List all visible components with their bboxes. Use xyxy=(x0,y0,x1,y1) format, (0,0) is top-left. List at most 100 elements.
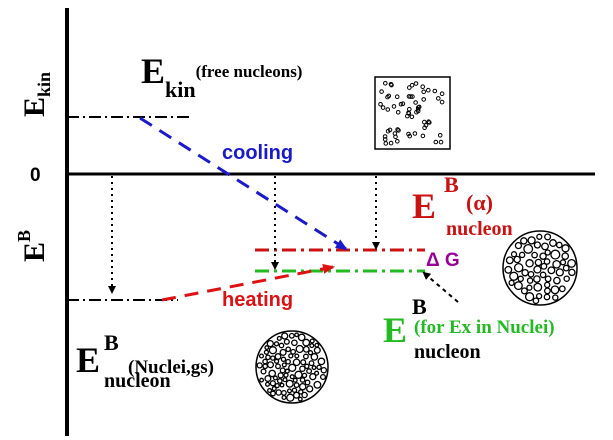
alpha-cluster-particle xyxy=(534,258,543,267)
gs-nucleon-particle xyxy=(299,377,306,383)
alpha-cluster-particle xyxy=(531,251,538,259)
alpha-cluster-particle xyxy=(544,249,551,256)
gas-particle xyxy=(391,104,397,109)
cooling-arrow xyxy=(139,116,348,251)
gs-nucleon-particle xyxy=(285,358,291,365)
gas-particle xyxy=(407,133,413,139)
gs-nucleon-particle xyxy=(264,345,270,351)
alpha-label-paren: (α) xyxy=(466,190,493,215)
svg-text:EB: EB xyxy=(14,230,51,262)
gs-nucleon-particle xyxy=(311,365,317,371)
gs-nucleon-particle xyxy=(309,373,317,381)
gs-nucleon-particle xyxy=(300,359,307,366)
gs-nucleon-particle xyxy=(274,382,280,389)
alpha-cluster-particle xyxy=(563,275,570,282)
delta-g-label: Δ G xyxy=(426,250,460,271)
gs-nucleon-particle xyxy=(279,382,285,388)
ekin-free-main: E xyxy=(141,51,165,91)
alpha-cluster-particle xyxy=(547,266,556,275)
gas-particle xyxy=(413,100,418,105)
gas-particle xyxy=(395,110,401,115)
gs-nucleon-particle xyxy=(309,338,315,344)
gas-particle xyxy=(407,106,412,112)
alpha-cluster-particle xyxy=(514,241,523,250)
heating-arrow xyxy=(161,263,335,302)
gs-nucleon-particle xyxy=(294,353,300,359)
alpha-cluster-particle xyxy=(520,237,528,245)
gs-nucleon-particle xyxy=(283,338,290,345)
gs-nucleon-particle xyxy=(266,339,274,348)
gs-nucleon-particle xyxy=(269,380,277,387)
gs-nucleon-particle xyxy=(297,396,303,402)
gas-particle xyxy=(386,93,392,99)
alpha-cluster-particle xyxy=(521,268,529,277)
ex-label-main: E xyxy=(383,310,407,350)
gs-nucleon-particle xyxy=(278,342,285,349)
gs-nucleon-particle xyxy=(292,358,301,367)
gs-label-sub: nucleon xyxy=(104,370,171,392)
gs-nucleon-particle xyxy=(292,391,301,399)
ex-pointer-arrow xyxy=(422,271,459,303)
gs-nucleon-particle xyxy=(299,365,306,372)
gs-nucleon-particle xyxy=(258,353,265,359)
gs-nucleon-particle xyxy=(259,377,265,383)
gs-label-main: E xyxy=(76,340,100,380)
svg-text:Ekin: Ekin xyxy=(18,72,54,117)
alpha-cluster-particle xyxy=(535,292,543,300)
gas-particle xyxy=(421,89,427,95)
gas-particle xyxy=(378,102,383,107)
ekin-free-sub: kin xyxy=(165,77,196,102)
gs-nucleon-particle xyxy=(302,353,309,360)
gas-particle xyxy=(395,139,400,144)
gs-nucleon-particle xyxy=(271,386,277,392)
gs-nucleon-particle xyxy=(264,374,272,383)
alpha-cluster-particle xyxy=(540,262,548,270)
gs-label-paren: (Nuclei,gs) xyxy=(128,357,214,378)
gs-nucleon-particle xyxy=(285,379,294,388)
kinetic-axis-main: E xyxy=(18,97,51,117)
gas-particle xyxy=(433,139,439,145)
gas-particle xyxy=(400,101,406,106)
alpha-cluster-particle xyxy=(561,244,570,253)
gs-nucleon-particle xyxy=(286,388,293,394)
alpha-cluster-particle xyxy=(509,271,519,281)
gs-nucleon-particle xyxy=(272,375,278,381)
gs-nucleon-particle xyxy=(306,385,314,393)
gs-nucleon-particle xyxy=(281,362,287,368)
alpha-cluster-particle xyxy=(524,292,535,302)
alpha-cluster-particle xyxy=(567,258,577,268)
gs-nucleon-particle xyxy=(291,339,298,347)
gas-particle xyxy=(409,82,415,88)
gs-nucleon-particle xyxy=(306,368,313,375)
alpha-cluster-particle xyxy=(552,259,561,269)
gas-particle xyxy=(388,82,394,87)
alpha-cluster-particle xyxy=(550,249,561,260)
ekin-free-label: Ekin(free nucleons) xyxy=(141,51,302,102)
alpha-cluster-particle xyxy=(504,265,513,274)
gas-particle xyxy=(415,108,421,114)
gs-nucleon-particle xyxy=(316,364,322,371)
gs-nucleon-particle xyxy=(285,346,292,353)
gas-particle xyxy=(396,128,401,133)
gas-particle xyxy=(395,127,400,132)
gs-nucleon-particle xyxy=(313,380,322,389)
gs-label-sup: B xyxy=(104,330,119,355)
alpha-cluster-particle xyxy=(533,282,543,292)
gas-particle xyxy=(379,89,384,94)
alpha-cluster-particle xyxy=(513,255,521,264)
gas-particle xyxy=(426,87,431,93)
gas-particle xyxy=(409,114,415,120)
gs-nucleon-particle xyxy=(273,341,280,347)
gs-nucleon-particle xyxy=(310,353,319,361)
alpha-cluster-particle xyxy=(543,293,551,301)
gs-nucleon-particle xyxy=(298,382,307,391)
zero-label: 0 xyxy=(30,165,41,186)
ex-label-paren: (for Ex in Nuclei) xyxy=(414,317,555,338)
ex-label-sub: nucleon xyxy=(414,341,481,363)
gas-particle xyxy=(380,105,386,110)
alpha-cluster-particle xyxy=(526,284,533,291)
gas-particle xyxy=(398,101,404,107)
gs-nucleon-particle xyxy=(286,393,295,402)
free-nucleon-gas-box xyxy=(374,76,451,150)
alpha-cluster-particle xyxy=(518,251,526,259)
